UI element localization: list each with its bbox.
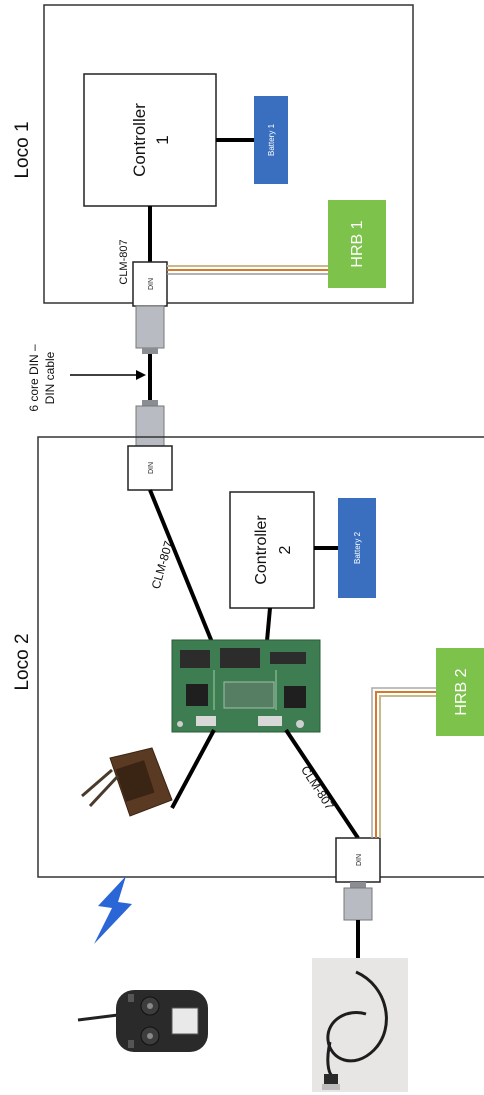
loco1-battery-label: Battery 1 xyxy=(267,123,276,156)
loco2-battery-label: Battery 2 xyxy=(353,531,362,564)
usb-din-plug xyxy=(344,888,372,920)
loco1-group: Loco 1 Controller 1 Battery 1 DIN CLM-80… xyxy=(12,5,413,306)
loco1-din-label: DIN xyxy=(148,278,155,290)
loco2-controller-number: 2 xyxy=(277,545,294,554)
loco1-controller-number: 1 xyxy=(153,135,172,144)
loco1-title: Loco 1 xyxy=(12,121,33,178)
loco2-board-receiver-wire xyxy=(172,730,214,808)
loco1-cable-label: CLM-807 xyxy=(118,239,130,284)
loco2-controller-label: Controller xyxy=(253,515,270,585)
loco2-hrb-wire-grey xyxy=(372,688,436,838)
loco2-din-upper-label: DIN xyxy=(148,462,155,474)
circuit-board-image xyxy=(172,640,320,732)
loco2-hrb-label: HRB 2 xyxy=(453,668,470,715)
link-plug-upper xyxy=(136,306,164,348)
link-plug-lower xyxy=(136,406,164,446)
loco1-controller-box xyxy=(84,74,216,206)
loco1-controller-label: Controller xyxy=(130,103,149,177)
loco2-hrb-wire-orange xyxy=(376,692,436,838)
link-annotation-line2: DIN cable xyxy=(43,351,57,404)
loco2-group: Loco 2 DIN CLM-807 Controller 2 Battery … xyxy=(12,437,484,882)
transmitter-image xyxy=(78,990,208,1052)
loco2-cable-label-upper: CLM-807 xyxy=(149,539,176,591)
link-annotation-line1: 6 core DIN – xyxy=(27,344,41,412)
loco1-hrb-label: HRB 1 xyxy=(349,220,366,267)
usb-cable-image xyxy=(312,958,408,1092)
wireless-bolt-icon xyxy=(94,876,132,944)
loco2-controller-box xyxy=(230,492,314,608)
loco2-hrb-wire-tan xyxy=(380,696,436,838)
loco2-title: Loco 2 xyxy=(12,633,33,690)
receiver-image xyxy=(82,748,172,816)
din-din-link: 6 core DIN – DIN cable xyxy=(27,306,164,446)
loco2-cable-label-lower: CLM-807 xyxy=(298,763,337,812)
loco2-din-lower-label: DIN xyxy=(356,854,363,866)
